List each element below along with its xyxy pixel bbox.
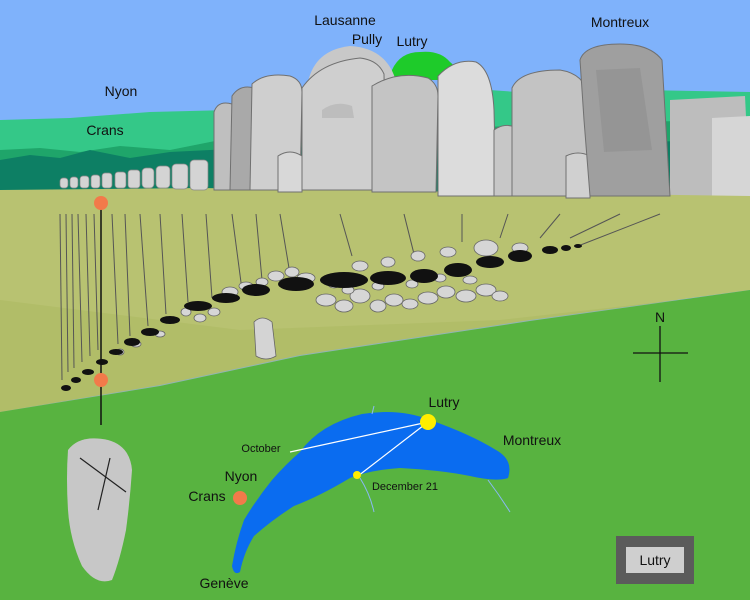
label-montreux-top: Montreux bbox=[591, 14, 649, 30]
stone-engraving bbox=[79, 457, 127, 511]
lake bbox=[232, 412, 510, 574]
sight-lines bbox=[59, 213, 661, 381]
label-crans-map: Crans bbox=[188, 488, 225, 504]
october-sightline bbox=[289, 421, 429, 453]
river-1 bbox=[371, 405, 375, 415]
december-sightline bbox=[357, 421, 429, 477]
label-october: October bbox=[241, 443, 280, 455]
megalith-alignment bbox=[213, 43, 671, 199]
field bbox=[0, 188, 750, 412]
label-lausanne: Lausanne bbox=[314, 12, 376, 28]
legend-label: Lutry bbox=[626, 547, 684, 573]
stone-row-small bbox=[59, 159, 209, 191]
river-2 bbox=[487, 479, 511, 513]
compass-north-label: N bbox=[655, 309, 665, 325]
label-pully: Pully bbox=[352, 31, 382, 47]
label-nyon-map: Nyon bbox=[225, 468, 258, 484]
single-stone bbox=[253, 317, 277, 360]
crans-marker bbox=[233, 491, 247, 505]
compass bbox=[633, 326, 688, 382]
label-geneve: Genève bbox=[199, 575, 248, 591]
label-montreux-map: Montreux bbox=[503, 432, 561, 448]
label-crans-top: Crans bbox=[86, 122, 123, 138]
fallen-stones bbox=[115, 239, 529, 356]
marker-bottom bbox=[94, 373, 108, 387]
black-stones bbox=[61, 244, 582, 391]
stone-drawing bbox=[67, 438, 132, 582]
lutry-sun bbox=[420, 414, 436, 430]
river-3 bbox=[359, 477, 375, 513]
december-sun bbox=[353, 471, 361, 479]
right-stone-silhouette-2 bbox=[712, 116, 750, 200]
label-lutry-map: Lutry bbox=[428, 394, 459, 410]
marker-top bbox=[94, 196, 108, 210]
legend-box: Lutry bbox=[616, 536, 694, 584]
label-lutry-top: Lutry bbox=[396, 33, 427, 49]
label-nyon-top: Nyon bbox=[105, 83, 138, 99]
label-december: December 21 bbox=[372, 481, 438, 493]
